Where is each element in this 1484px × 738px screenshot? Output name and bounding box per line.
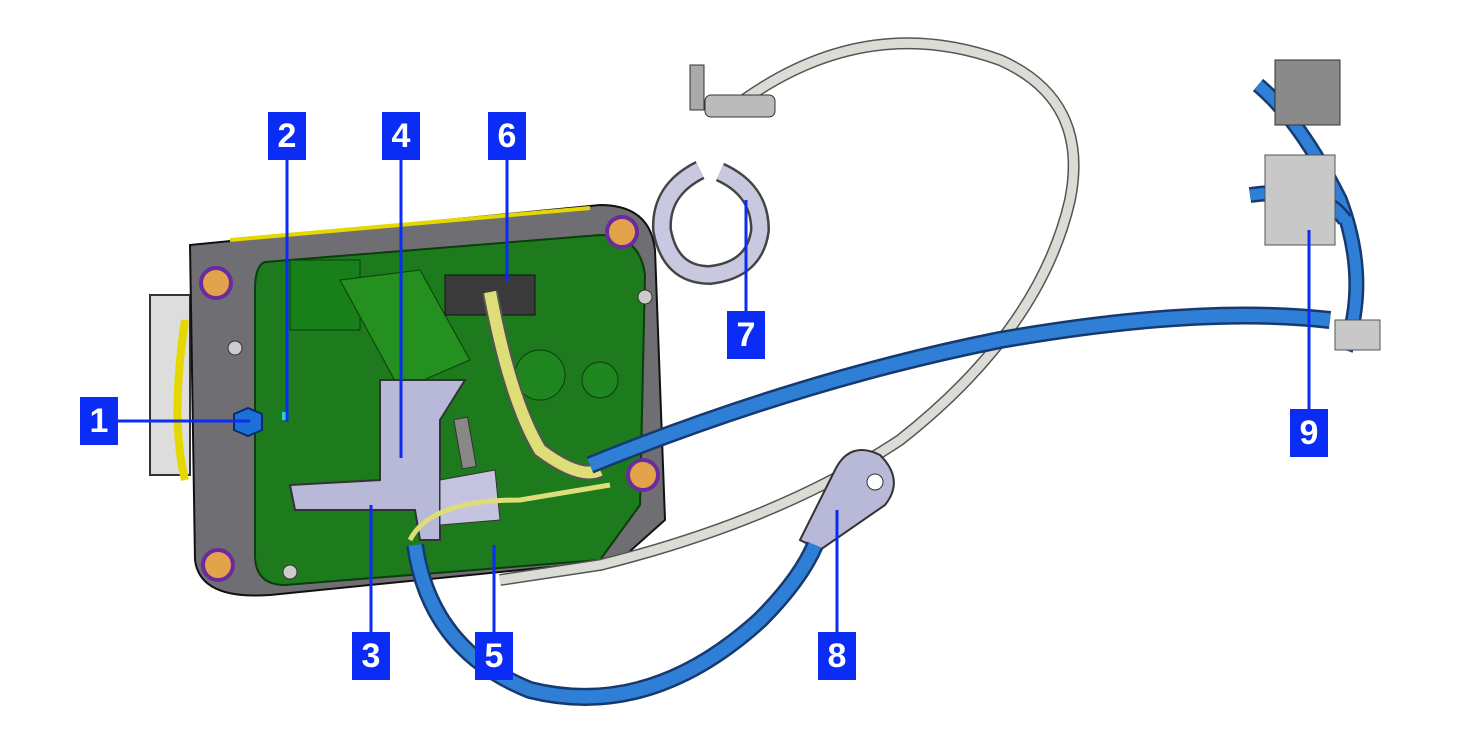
callout-2: 2 [268,112,306,160]
callout-7: 7 [727,311,765,359]
cable-connector-bottom [1264,154,1336,246]
callout-4: 4 [382,112,420,160]
ring-terminal [798,449,895,552]
callout-8: 8 [818,632,856,680]
cable-connector-top [1274,59,1341,126]
callout-3: 3 [352,632,390,680]
leader-lines [118,160,1311,634]
gray-ground-cable [499,37,1080,586]
callout-5: 5 [475,632,513,680]
callout-1: 1 [80,397,118,445]
loop-clip [654,163,768,283]
callout-6: 6 [488,112,526,160]
corner-bolts [199,215,660,582]
mounting-bracket [288,379,467,541]
callout-9: 9 [1290,409,1328,457]
